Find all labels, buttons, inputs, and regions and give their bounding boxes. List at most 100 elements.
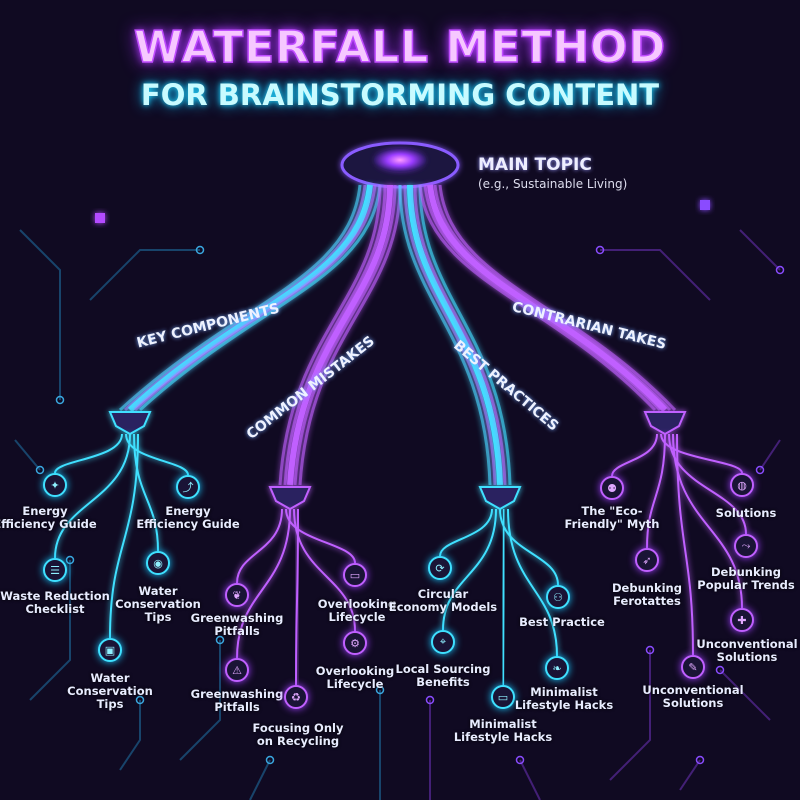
branch-stream	[133, 184, 377, 412]
branch-stream	[298, 184, 402, 486]
cycle-icon: ⟳	[428, 556, 452, 580]
faucet-icon: ▣	[98, 638, 122, 662]
leaf-label: Overlooking Lifecycle	[315, 664, 395, 691]
leaf-connector	[133, 433, 159, 552]
puzzle-icon: ✚	[730, 608, 754, 632]
circuit-node	[755, 465, 765, 475]
leaf-label: Waste Reduction Checklist	[0, 589, 110, 616]
branch-stream	[418, 184, 512, 486]
monitor-icon: ▭	[343, 563, 367, 587]
leaf-label: Overlooking Lifecycle	[317, 597, 397, 624]
people-icon: ⚉	[600, 476, 624, 500]
circuit-trace	[179, 640, 221, 761]
leaf-label: Greenwashing Pitfalls	[190, 611, 284, 638]
leaf-connector	[442, 508, 497, 631]
leaf-connector	[236, 508, 291, 659]
leaf-connector	[660, 433, 743, 474]
globe-icon: ◍	[730, 473, 754, 497]
glow-square	[700, 200, 710, 210]
leaf-connector	[507, 508, 558, 657]
circuit-node	[715, 665, 725, 675]
leaf-label: Energy Efficiency Guide	[136, 504, 240, 531]
leaf-connector	[672, 433, 743, 609]
leaf-connector	[236, 508, 283, 584]
leaf-connector	[295, 508, 299, 686]
circuit-node	[65, 555, 75, 565]
lightbulb-icon: ✦	[43, 473, 67, 497]
branch-stream	[127, 184, 373, 413]
leaf-label: Unconventional Solutions	[642, 683, 744, 710]
location-pin-icon: ⌖	[431, 630, 455, 654]
leaf-label: Focusing Only on Recycling	[252, 721, 344, 748]
leaf-connector	[668, 433, 747, 535]
circuit-trace	[119, 700, 141, 771]
leaf-icon: ❦	[225, 583, 249, 607]
leaf-connector	[125, 433, 189, 476]
circuit-trace	[600, 249, 711, 301]
recycle-icon: ♻	[284, 685, 308, 709]
circuit-trace	[19, 229, 61, 400]
leaf-connector	[293, 508, 356, 632]
circuit-trace	[739, 229, 781, 271]
leaf-label: Best Practice	[519, 615, 605, 629]
checklist-icon: ☰	[43, 558, 67, 582]
circuit-node	[775, 265, 785, 275]
branch-stream	[293, 184, 397, 486]
branch-stream	[403, 184, 497, 486]
main-topic-hub-core	[374, 148, 426, 172]
branch-stream	[418, 184, 657, 412]
circuit-trace	[609, 650, 651, 781]
leaf-label: Minimalist Lifestyle Hacks	[453, 717, 553, 744]
circuit-trace	[89, 249, 200, 301]
circuit-trace	[519, 759, 541, 800]
branch-arrow-head	[643, 411, 687, 436]
circuit-node	[135, 695, 145, 705]
circuit-node	[515, 755, 525, 765]
leaf-label: Energy Efficiency Guide	[0, 504, 97, 531]
trend-icon: ⤳	[734, 534, 758, 558]
gear-icon: ⚙	[343, 631, 367, 655]
main-topic-label: MAIN TOPIC	[478, 155, 592, 175]
leaf-connector	[54, 433, 131, 559]
circuit-trace	[29, 560, 71, 701]
leaf-connector	[499, 508, 559, 586]
laptop-icon: ▭	[491, 685, 515, 709]
circuit-node	[215, 635, 225, 645]
circuit-node	[35, 465, 45, 475]
leaf-label: Solutions	[715, 506, 777, 520]
circuit-trace	[14, 439, 41, 471]
circuit-node	[195, 245, 205, 255]
circuit-trace	[679, 759, 701, 791]
branch-stream	[287, 184, 393, 486]
leaf-label: Debunking Ferotattes	[612, 581, 682, 608]
branch-stream	[398, 184, 492, 486]
branch-stream	[283, 184, 387, 486]
circuit-trace	[759, 439, 781, 471]
chart-icon: ⤴	[176, 475, 200, 499]
leaf-connector	[646, 433, 666, 549]
glow-square	[95, 213, 105, 223]
warning-icon: ⚠	[225, 658, 249, 682]
leaf-label: Greenwashing Pitfalls	[190, 687, 284, 714]
circuit-trace	[249, 759, 271, 800]
branch-arrow-head	[478, 486, 522, 511]
leaf-connector	[502, 508, 505, 686]
main-topic-example: (e.g., Sustainable Living)	[478, 177, 628, 191]
leaf-label: Unconventional Solutions	[696, 637, 798, 664]
rocket-icon: ➶	[635, 548, 659, 572]
main-topic: MAIN TOPIC (e.g., Sustainable Living)	[478, 155, 627, 191]
branch-stream	[118, 184, 362, 412]
leaf-connector	[54, 433, 123, 474]
branch-arrow-head	[268, 486, 312, 511]
leaf-label: Minimalist Lifestyle Hacks	[514, 685, 614, 712]
leaf-label: Water Conservation Tips	[115, 584, 201, 624]
circuit-node	[425, 695, 435, 705]
title-main: WATERFALL METHOD	[133, 21, 667, 74]
circuit-node	[375, 685, 385, 695]
branch-stream	[278, 184, 382, 486]
bicycle-icon: ⚇	[546, 585, 570, 609]
leaf-connector	[676, 433, 694, 656]
branch-stream	[407, 184, 503, 486]
branch-arrow-head	[108, 411, 152, 436]
